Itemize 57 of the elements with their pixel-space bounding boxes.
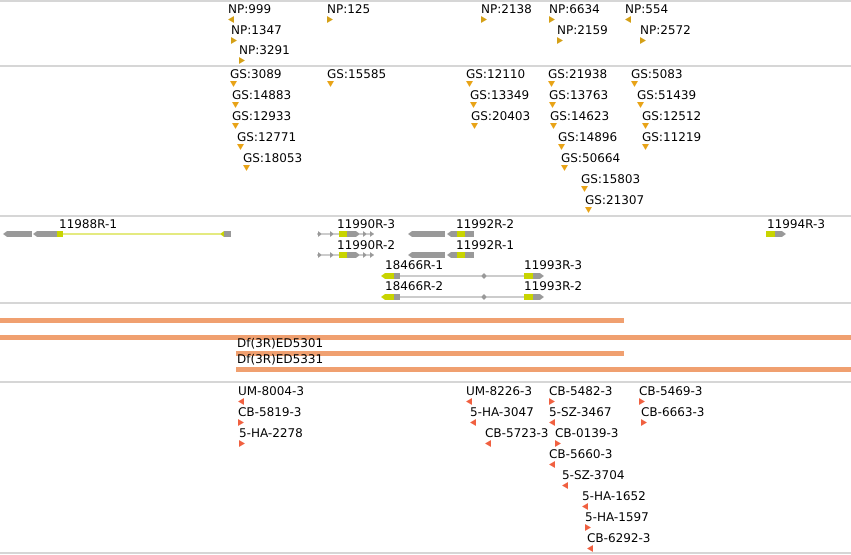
feature-label: GS:12933 — [232, 109, 292, 123]
deficiency-label: Df(3R)ED5301 — [237, 336, 324, 350]
feature-label: GS:14896 — [558, 130, 618, 144]
feature-label: GS:3089 — [230, 67, 282, 81]
feature-label: CB-6292-3 — [587, 531, 650, 545]
feature-label: NP:6634 — [549, 2, 600, 16]
feature-label: GS:21938 — [548, 67, 608, 81]
feature-label: GS:14623 — [550, 109, 610, 123]
feature-label: NP:2159 — [557, 23, 608, 37]
feature-label: UM-8226-3 — [466, 384, 532, 398]
gene-label: 11990R-3 — [337, 217, 395, 231]
feature-label: CB-5482-3 — [549, 384, 612, 398]
feature-label: CB-5469-3 — [639, 384, 702, 398]
feature-label: GS:50664 — [561, 151, 620, 165]
feature-label: GS:15803 — [581, 172, 640, 186]
feature-label: 5-HA-1597 — [585, 510, 649, 524]
feature-label: NP:2138 — [481, 2, 532, 16]
feature-label: GS:13349 — [470, 88, 530, 102]
feature-label: CB-5819-3 — [238, 405, 302, 419]
feature-label: NP:125 — [327, 2, 370, 16]
gene-label: 18466R-2 — [385, 279, 443, 293]
feature-label: 5-SZ-3467 — [549, 405, 612, 419]
feature-label: CB-6663-3 — [641, 405, 704, 419]
feature-label: GS:20403 — [471, 109, 530, 123]
feature-label: 5-HA-1652 — [582, 489, 646, 503]
feature-label: CB-0139-3 — [555, 426, 618, 440]
gene-label: 11990R-2 — [337, 238, 395, 252]
gene-label: 11993R-3 — [524, 258, 582, 272]
gene-label: 18466R-1 — [385, 258, 443, 272]
feature-label: GS:12771 — [237, 130, 296, 144]
feature-label: CB-5660-3 — [549, 447, 612, 461]
feature-label: NP:2572 — [640, 23, 691, 37]
gene-label: 11992R-1 — [456, 238, 514, 252]
gene-label: 11993R-2 — [524, 279, 582, 293]
feature-label: GS:51439 — [637, 88, 696, 102]
feature-label: UM-8004-3 — [238, 384, 304, 398]
feature-label: GS:21307 — [585, 193, 644, 207]
feature-label: GS:5083 — [631, 67, 682, 81]
feature-label: 5-HA-3047 — [470, 405, 534, 419]
feature-label: NP:3291 — [239, 43, 290, 57]
gene-label: 11994R-3 — [767, 217, 825, 231]
feature-label: GS:15585 — [327, 67, 386, 81]
feature-label: GS:14883 — [232, 88, 292, 102]
feature-label: GS:12110 — [466, 67, 526, 81]
feature-label: NP:999 — [228, 2, 272, 16]
feature-label: 5-SZ-3704 — [562, 468, 624, 482]
feature-label: GS:13763 — [549, 88, 608, 102]
feature-label: 5-HA-2278 — [239, 426, 303, 440]
feature-label: NP:554 — [625, 2, 668, 16]
feature-label: NP:1347 — [231, 23, 282, 37]
feature-label: GS:12512 — [642, 109, 702, 123]
feature-label: GS:18053 — [243, 151, 302, 165]
gene-label: 11992R-2 — [456, 217, 514, 231]
deficiency-label: Df(3R)ED5331 — [237, 352, 324, 366]
gene-label: 11988R-1 — [59, 217, 117, 231]
feature-label: GS:11219 — [642, 130, 702, 144]
feature-label: CB-5723-3 — [485, 426, 548, 440]
